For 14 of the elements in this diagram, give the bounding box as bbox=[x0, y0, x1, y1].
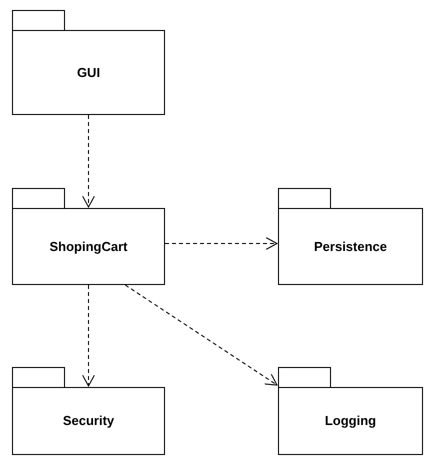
package-symbol bbox=[278, 188, 423, 285]
dependency-arrow bbox=[82, 114, 95, 208]
package-name: ShopingCart bbox=[50, 238, 128, 256]
dependency-arrow bbox=[124, 284, 278, 386]
package-name: Persistence bbox=[314, 238, 387, 256]
package-symbol bbox=[12, 188, 165, 285]
package-name: Security bbox=[62, 412, 114, 430]
package-name: Logging bbox=[324, 412, 376, 430]
package-symbol bbox=[278, 367, 423, 455]
dependency-arrow bbox=[164, 237, 278, 250]
package-symbol bbox=[12, 10, 165, 115]
package-symbol bbox=[12, 367, 165, 455]
package-name: GUI bbox=[76, 64, 100, 82]
dependency-arrow bbox=[82, 284, 95, 386]
